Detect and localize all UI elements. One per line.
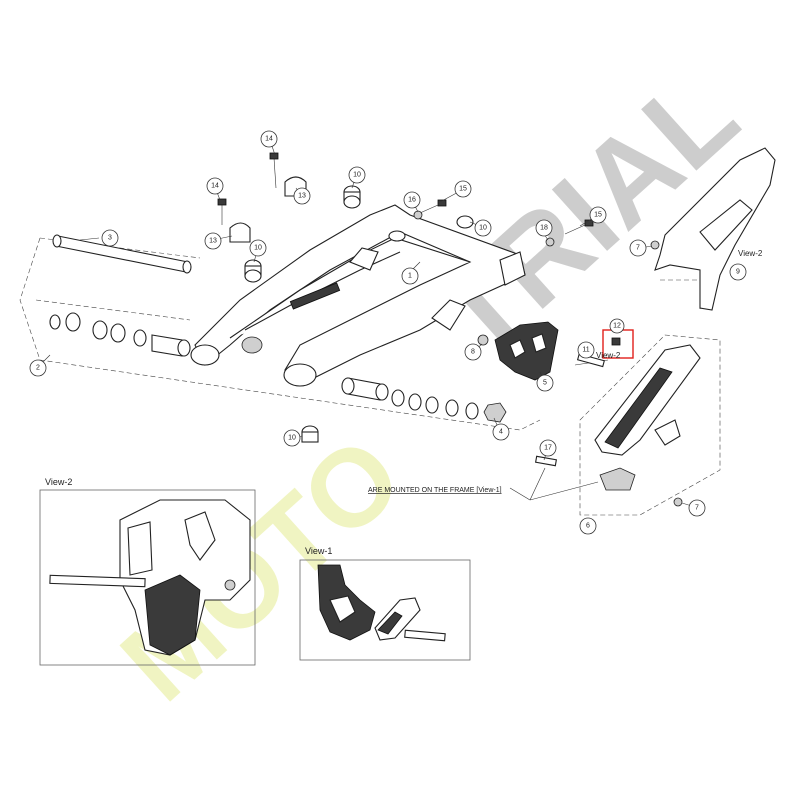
callouts: 1 2 3 4 5 6 7 7 8 9 10 10 10 10 11 12 13…	[29, 130, 747, 535]
callout-18-text: 18	[540, 225, 548, 232]
frame-note-label: ARE MOUNTED ON THE FRAME [View-1]	[368, 487, 502, 494]
callout-14a-text: 14	[265, 136, 273, 143]
callout-7b: 7	[688, 499, 706, 517]
callout-10b-text: 10	[254, 245, 262, 252]
chain-guard	[650, 147, 776, 311]
callout-4-text: 4	[499, 429, 503, 436]
callout-7a-text: 7	[636, 245, 640, 252]
callout-13b: 13	[293, 187, 311, 205]
callout-13a: 13	[204, 232, 222, 250]
chain-slider	[594, 344, 701, 507]
callout-9-text: 9	[736, 269, 740, 276]
callout-17-text: 17	[544, 445, 552, 452]
callout-5-text: 5	[543, 380, 547, 387]
callout-2-text: 2	[36, 365, 40, 372]
inset-view-1: View-1	[299, 546, 471, 661]
callout-6-text: 6	[586, 523, 590, 530]
view2-small-label: View-2	[596, 351, 621, 360]
pivot-shaft	[52, 234, 192, 274]
bearings-right	[341, 377, 507, 423]
callout-8-text: 8	[471, 349, 475, 356]
callout-15a-text: 15	[459, 186, 467, 193]
callout-1-text: 1	[408, 273, 412, 280]
callout-16: 16	[403, 191, 421, 209]
callout-10a-text: 10	[353, 172, 361, 179]
callout-10b: 10	[249, 239, 267, 257]
callout-12: 12	[609, 318, 625, 334]
callout-11: 11	[577, 341, 595, 359]
inset-view-2: View-2	[39, 477, 256, 666]
callout-12-text: 12	[613, 323, 621, 330]
callout-18: 18	[535, 219, 553, 237]
view2-top-label: View-2	[738, 249, 763, 258]
callout-16-text: 16	[408, 197, 416, 204]
sleeves	[244, 185, 474, 443]
callout-9: 9	[729, 263, 747, 281]
swingarm	[190, 204, 526, 387]
callout-13b-text: 13	[298, 193, 306, 200]
callout-10c: 10	[474, 219, 492, 237]
callout-3: 3	[101, 229, 119, 247]
callout-10d-text: 10	[288, 435, 296, 442]
callout-8: 8	[464, 343, 482, 361]
inset-view2-title: View-2	[45, 477, 72, 487]
callout-10a: 10	[348, 166, 366, 184]
callout-15a: 15	[454, 180, 472, 198]
inset-view1-title: View-1	[305, 546, 332, 556]
inset-view1-frame	[299, 559, 471, 661]
callout-14b-text: 14	[211, 183, 219, 190]
callout-1: 1	[401, 267, 419, 285]
callout-4: 4	[492, 423, 510, 441]
callout-15b: 15	[589, 206, 607, 224]
callout-10c-text: 10	[479, 225, 487, 232]
callout-3-text: 3	[108, 235, 112, 242]
callout-14a: 14	[260, 130, 278, 148]
chain-guide	[477, 321, 609, 381]
callout-11-text: 11	[582, 347, 589, 354]
callout-6: 6	[579, 517, 597, 535]
callout-17: 17	[539, 439, 557, 457]
callout-7b-text: 7	[695, 505, 699, 512]
bearings-left	[49, 312, 191, 357]
callout-13a-text: 13	[209, 238, 217, 245]
callout-5: 5	[536, 374, 554, 392]
callout-10d: 10	[283, 429, 301, 447]
callout-7a: 7	[629, 239, 647, 257]
callout-2: 2	[29, 359, 47, 377]
callout-14b: 14	[206, 177, 224, 195]
inset-view2-frame	[39, 489, 256, 666]
callout-15b-text: 15	[594, 212, 602, 219]
